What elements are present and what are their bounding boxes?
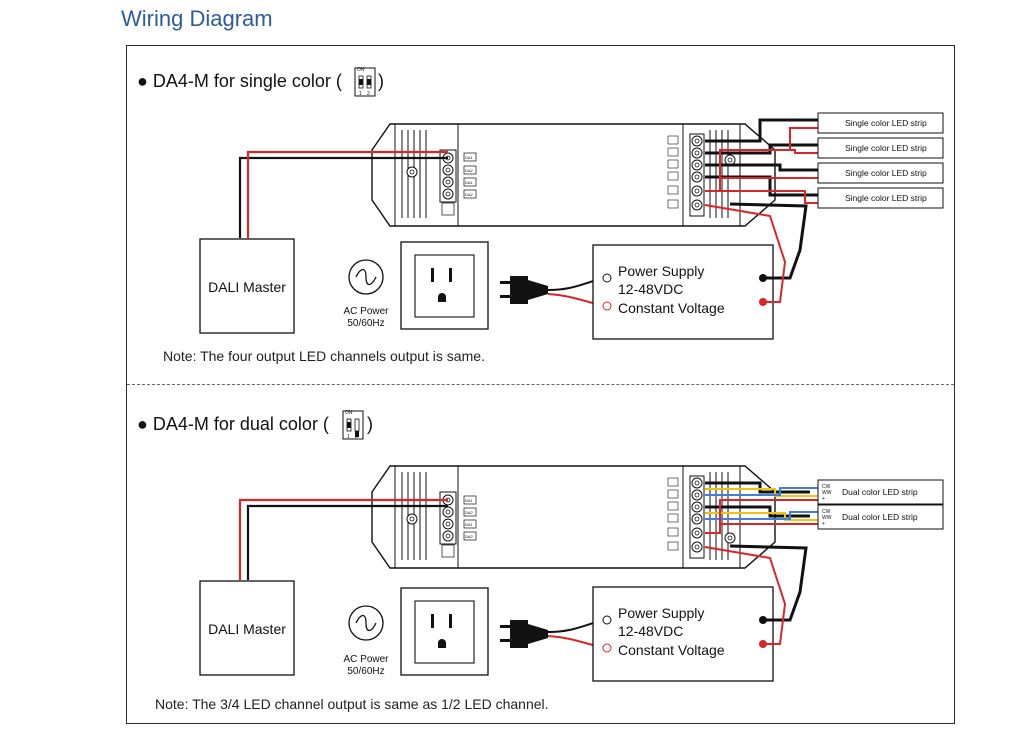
- svg-text:DA2: DA2: [465, 168, 474, 173]
- svg-text:2: 2: [355, 434, 358, 440]
- svg-text:WW: WW: [822, 515, 832, 521]
- ac-power-icon: AC Power 50/60Hz: [343, 259, 389, 329]
- ac-power-icon: AC Power 50/60Hz: [343, 605, 389, 677]
- diagram-frame: [126, 45, 955, 724]
- svg-text:DALI Master: DALI Master: [208, 279, 286, 295]
- svg-text:50/60Hz: 50/60Hz: [347, 666, 384, 677]
- section-heading-close-dual: ): [367, 414, 373, 434]
- svg-text:DA2: DA2: [465, 534, 474, 539]
- svg-text:1: 1: [359, 91, 362, 97]
- strip-label: Dual color LED strip: [842, 512, 918, 522]
- power-supply-single: Power Supply 12-48VDC Constant Voltage: [547, 202, 808, 340]
- note-dual: Note: The 3/4 LED channel output is same…: [155, 696, 549, 712]
- led-strips-single: Single color LED strip Single color LED …: [705, 112, 944, 209]
- wall-outlet-icon: [400, 587, 489, 676]
- svg-text:ON: ON: [357, 67, 365, 73]
- svg-text:12-48VDC: 12-48VDC: [618, 281, 683, 297]
- svg-text:+: +: [822, 496, 825, 502]
- dali-master-single: DALI Master: [199, 150, 448, 334]
- svg-text:2: 2: [367, 91, 370, 97]
- svg-text:DA1: DA1: [465, 180, 474, 185]
- note-single: Note: The four output LED channels outpu…: [163, 348, 485, 364]
- svg-text:ON: ON: [345, 410, 353, 416]
- strip-label: Single color LED strip: [845, 168, 927, 178]
- svg-text:DA1: DA1: [465, 498, 474, 503]
- strip-label: Single color LED strip: [845, 118, 927, 128]
- svg-text:AC Power: AC Power: [343, 306, 389, 317]
- svg-text:CW: CW: [822, 509, 831, 515]
- svg-text:1: 1: [347, 434, 350, 440]
- svg-text:DA2: DA2: [465, 510, 474, 515]
- led-strips-dual: CW WW + CW WW + Dual color LED strip Dua…: [705, 479, 944, 534]
- svg-text:DA1: DA1: [465, 155, 474, 160]
- plug-icon: [500, 620, 548, 648]
- dali-master-dual: DALI Master: [199, 498, 448, 676]
- section-heading-single: ● DA4-M for single color (: [137, 71, 342, 91]
- section-divider: [127, 384, 954, 385]
- page-title: Wiring Diagram: [121, 6, 273, 31]
- plug-icon: [500, 276, 548, 304]
- svg-text:WW: WW: [822, 490, 832, 496]
- dip-switch-dual-icon: ON 1 2: [342, 410, 364, 440]
- dip-switch-single-icon: ON 1 2: [354, 67, 376, 97]
- svg-text:12-48VDC: 12-48VDC: [618, 623, 683, 639]
- svg-text:Power Supply: Power Supply: [618, 605, 704, 621]
- svg-text:+: +: [822, 521, 825, 527]
- controller-da4m-single: DA1 DA2 DA1 DA2: [371, 123, 776, 227]
- wall-outlet-icon: [400, 241, 489, 330]
- svg-text:50/60Hz: 50/60Hz: [347, 318, 384, 329]
- svg-text:CW: CW: [822, 484, 831, 490]
- section-heading-close-single: ): [378, 71, 384, 91]
- controller-da4m-dual: DA1 DA2 DA1 DA2: [371, 465, 776, 569]
- svg-text:Constant Voltage: Constant Voltage: [618, 642, 725, 658]
- strip-label: Single color LED strip: [845, 143, 927, 153]
- section-heading-dual: ● DA4-M for dual color (: [137, 414, 329, 434]
- svg-text:DALI Master: DALI Master: [208, 621, 286, 637]
- strip-label: Dual color LED strip: [842, 487, 918, 497]
- svg-text:DA1: DA1: [465, 522, 474, 527]
- strip-label: Single color LED strip: [845, 193, 927, 203]
- svg-text:AC Power: AC Power: [343, 654, 389, 665]
- svg-text:Constant Voltage: Constant Voltage: [618, 300, 725, 316]
- svg-text:DA2: DA2: [465, 192, 474, 197]
- power-supply-dual: Power Supply 12-48VDC Constant Voltage: [547, 544, 808, 682]
- svg-text:Power Supply: Power Supply: [618, 263, 704, 279]
